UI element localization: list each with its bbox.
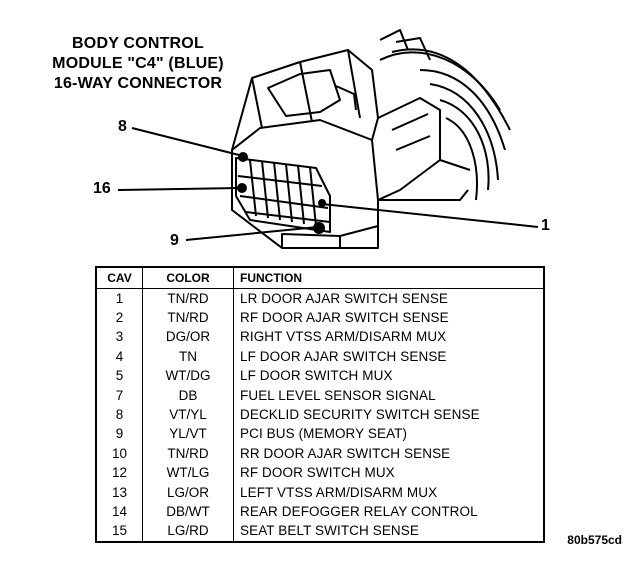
wire-color: TN/RD [142,308,234,328]
wire-color: VT/YL [142,405,234,425]
circuit-function: REAR DEFOGGER RELAY CONTROL [240,503,478,519]
pin-marker-9 [313,222,325,234]
cavity-number: 13 [96,482,143,503]
wire-color: DG/OR [142,327,234,348]
circuit-function: LEFT VTSS ARM/DISARM MUX [240,484,438,500]
circuit-function: LR DOOR AJAR SWITCH SENSE [240,290,449,306]
pin-label-9: 9 [170,232,179,249]
callout-line-8 [131,127,244,157]
title-line-3: 16-WAY CONNECTOR [53,75,223,92]
cavity-number: 4 [96,347,143,367]
cavity-number: 8 [96,405,143,425]
callout-line-16 [117,187,241,191]
cavity-number: 12 [96,463,143,483]
cavity-number: 15 [96,521,143,543]
wire-color: WT/LG [142,463,234,483]
pin-label-16: 16 [93,180,111,197]
diagram-title: BODY CONTROL MODULE "C4" (BLUE) 16-WAY C… [18,34,258,94]
circuit-function: RIGHT VTSS ARM/DISARM MUX [240,329,447,345]
connector-latch [377,97,441,201]
cavity-number: 7 [96,385,143,406]
pin-marker-16 [237,183,247,193]
circuit-function: RR DOOR AJAR SWITCH SENSE [240,445,451,461]
circuit-function: RF DOOR AJAR SWITCH SENSE [240,310,449,326]
circuit-function: SEAT BELT SWITCH SENSE [240,523,419,539]
pin-label-8: 8 [118,118,127,135]
cavity-number: 1 [96,288,143,309]
callout-line-1 [321,203,539,228]
pin-marker-8 [238,152,248,162]
header-color: COLOR [142,267,234,289]
circuit-function: DECKLID SECURITY SWITCH SENSE [240,407,480,423]
cavity-number: 3 [96,327,143,348]
wire-color: YL/VT [142,424,234,445]
wire-color: WT/DG [142,366,234,386]
cavity-number: 10 [96,444,143,464]
circuit-function: FUEL LEVEL SENSOR SIGNAL [240,387,436,403]
callout-line-9 [185,226,319,241]
cavity-number: 2 [96,308,143,328]
wire-color: TN [142,347,234,367]
wire-color: TN/RD [142,288,234,309]
wire-color: DB/WT [142,502,234,522]
wire-color: DB [142,385,234,406]
cavity-number: 9 [96,424,143,445]
circuit-function: RF DOOR SWITCH MUX [240,465,395,481]
wire-color: LG/RD [142,521,234,543]
circuit-function: PCI BUS (MEMORY SEAT) [240,426,408,442]
wire-color: LG/OR [142,482,234,503]
header-cav: CAV [96,267,143,289]
wire-color: TN/RD [142,444,234,464]
title-line-2: MODULE "C4" (BLUE) [52,55,224,72]
title-line-1: BODY CONTROL [72,35,204,52]
pinout-header-row: CAV COLOR FUNCTION [96,267,544,289]
circuit-function: LF DOOR AJAR SWITCH SENSE [240,348,447,364]
pin-marker-1 [318,199,326,207]
cavity-number: 5 [96,366,143,386]
cavity-face [235,157,331,233]
header-function: FUNCTION [233,267,544,289]
cavity-number: 14 [96,502,143,522]
figure-code: 80b575cd [567,533,622,547]
pin-label-1: 1 [541,217,550,234]
circuit-function: LF DOOR SWITCH MUX [240,368,393,384]
